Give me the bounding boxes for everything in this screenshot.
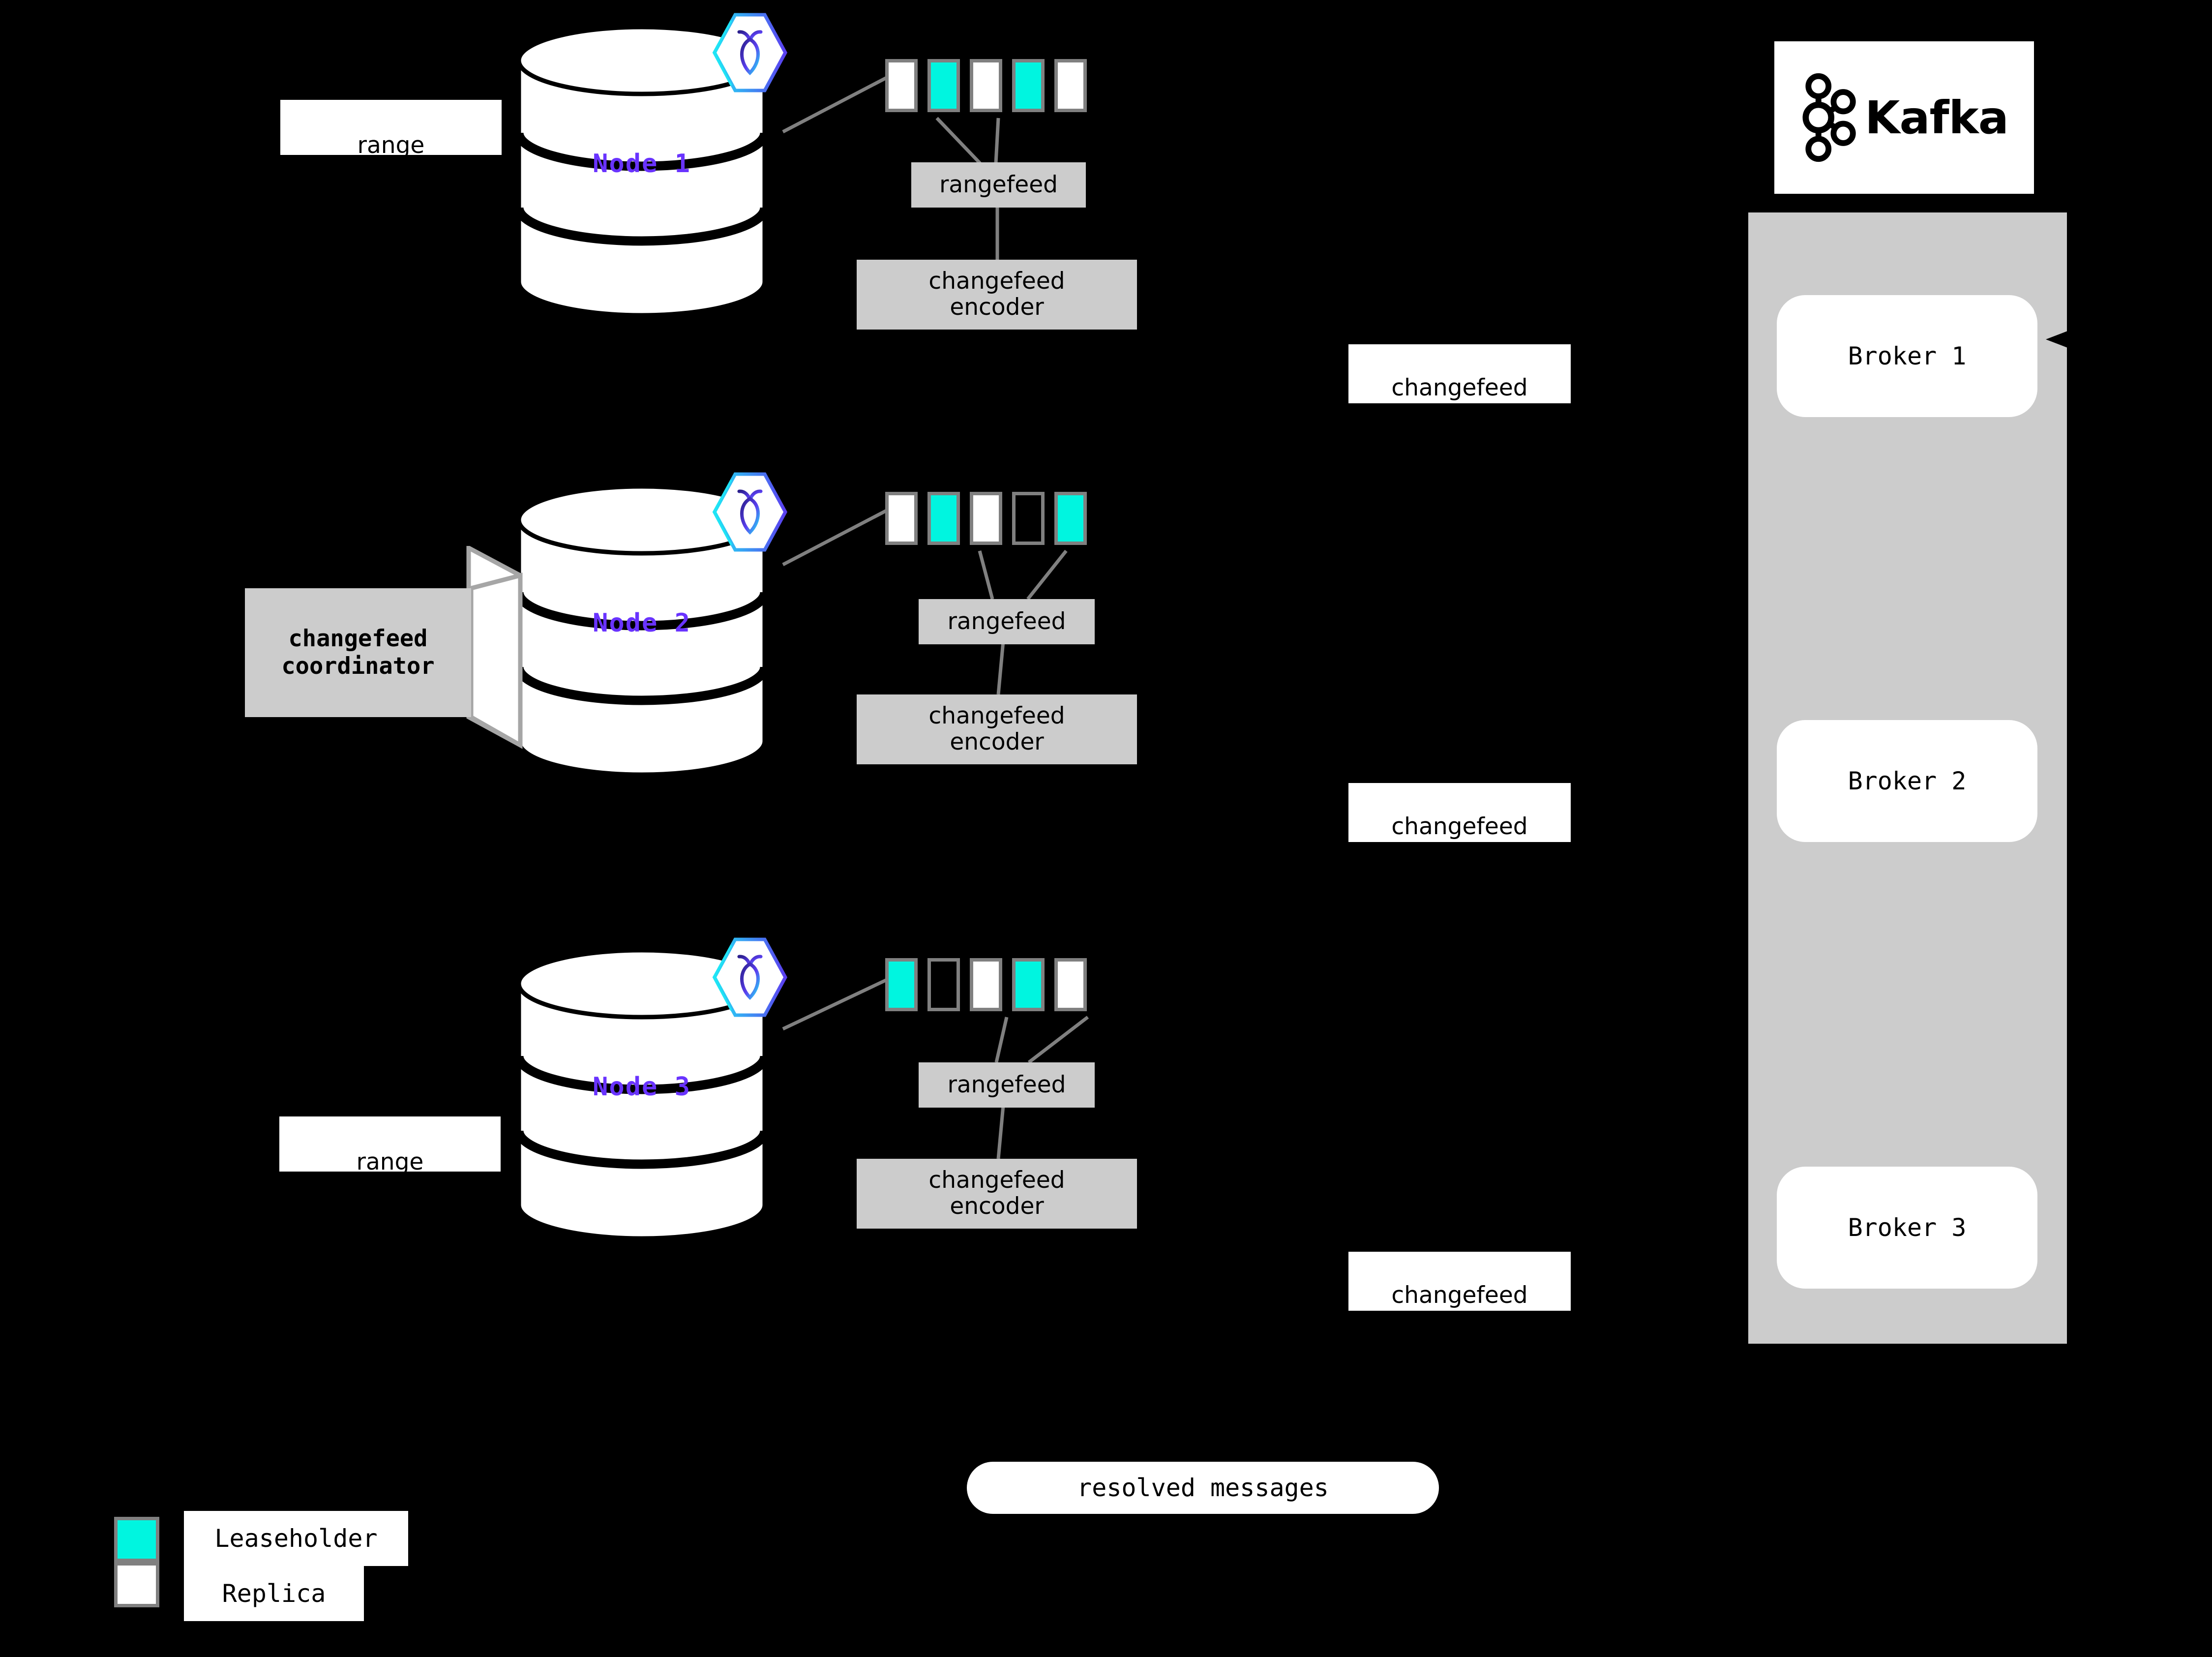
legend-label-replica: Replica xyxy=(184,1566,364,1621)
legend-label-leaseholder: Leaseholder xyxy=(184,1511,408,1566)
cockroachdb-hexagon-icon xyxy=(711,470,789,554)
range-cell xyxy=(885,59,918,112)
kafka-logo: Kafka xyxy=(1774,41,2034,194)
node-3-rangefeed-box: rangefeed xyxy=(919,1062,1095,1108)
range-cell xyxy=(927,59,960,112)
broker-2-label: Broker 2 xyxy=(1848,767,1967,795)
node-1-range-checkpoints-label: range checkpoints xyxy=(280,100,502,185)
broker-1: Broker 1 xyxy=(1777,295,2037,417)
range-cell xyxy=(970,59,1002,112)
node-3-cylinder: Node 3 xyxy=(514,947,770,1242)
range-cell xyxy=(927,958,960,1011)
range-cell xyxy=(1054,958,1087,1011)
node-2-rangefeed-box: rangefeed xyxy=(919,599,1095,644)
changefeed-coordinator-callout: changefeed coordinator xyxy=(245,546,540,753)
node-1-changefeed-messages-label: changefeed messages xyxy=(1348,344,1571,428)
node-3-label: Node 3 xyxy=(593,1072,691,1102)
node-3-changefeed-messages-label: changefeed messages xyxy=(1348,1252,1571,1335)
range-cell xyxy=(1012,492,1045,545)
range-cell xyxy=(1054,492,1087,545)
node-1-changefeed-encoder-box: changefeed encoder xyxy=(857,260,1137,330)
node-1-cylinder: Node 1 xyxy=(514,24,770,319)
node-3-range-checkpoints-text: range checkpoints xyxy=(321,1148,459,1203)
legend-label-leaseholder-text: Leaseholder xyxy=(214,1524,378,1553)
node-3-changefeed-encoder-box: changefeed encoder xyxy=(857,1159,1137,1229)
legend-swatch-leaseholder xyxy=(114,1517,159,1562)
broker-1-label: Broker 1 xyxy=(1848,342,1967,370)
cockroachdb-hexagon-icon xyxy=(711,11,789,94)
range-cell xyxy=(1054,59,1087,112)
kafka-wordmark: Kafka xyxy=(1865,91,2009,144)
range-cell xyxy=(970,958,1002,1011)
changefeed-coordinator-label: changefeed coordinator xyxy=(245,588,471,717)
node-1-rangefeed-box: rangefeed xyxy=(911,162,1086,208)
resolved-messages-pill: resolved messages xyxy=(967,1462,1439,1514)
node-2-cylinder: Node 2 xyxy=(514,483,770,778)
node-1-range-checkpoints-text: range checkpoints xyxy=(322,132,460,186)
broker-inbound-arrow-icon xyxy=(2046,330,2071,349)
node-1-label: Node 1 xyxy=(593,149,691,179)
range-cell xyxy=(1012,958,1045,1011)
node-1-range-row xyxy=(885,59,1087,112)
legend-label-replica-text: Replica xyxy=(222,1579,326,1608)
cockroachdb-hexagon-icon xyxy=(711,935,789,1019)
range-cell xyxy=(970,492,1002,545)
node-3-range-checkpoints-label: range checkpoints xyxy=(279,1116,501,1202)
resolved-messages-label: resolved messages xyxy=(1077,1474,1329,1502)
node-2-changefeed-messages-label: changefeed messages xyxy=(1348,783,1571,867)
range-cell xyxy=(885,492,918,545)
range-cell xyxy=(1012,59,1045,112)
kafka-logo-icon xyxy=(1802,73,1856,162)
node-2-label: Node 2 xyxy=(593,608,691,638)
broker-3: Broker 3 xyxy=(1777,1167,2037,1289)
range-cell xyxy=(885,958,918,1011)
node-2-changefeed-messages-text: changefeed messages xyxy=(1391,813,1528,867)
broker-2: Broker 2 xyxy=(1777,720,2037,842)
node-2-changefeed-encoder-box: changefeed encoder xyxy=(857,694,1137,764)
broker-3-label: Broker 3 xyxy=(1848,1213,1967,1242)
range-cell xyxy=(927,492,960,545)
legend-swatch-replica xyxy=(114,1562,159,1607)
node-1-changefeed-messages-text: changefeed messages xyxy=(1391,374,1528,428)
node-3-range-row xyxy=(885,958,1087,1011)
node-3-changefeed-messages-text: changefeed messages xyxy=(1391,1282,1528,1336)
node-2-range-row xyxy=(885,492,1087,545)
